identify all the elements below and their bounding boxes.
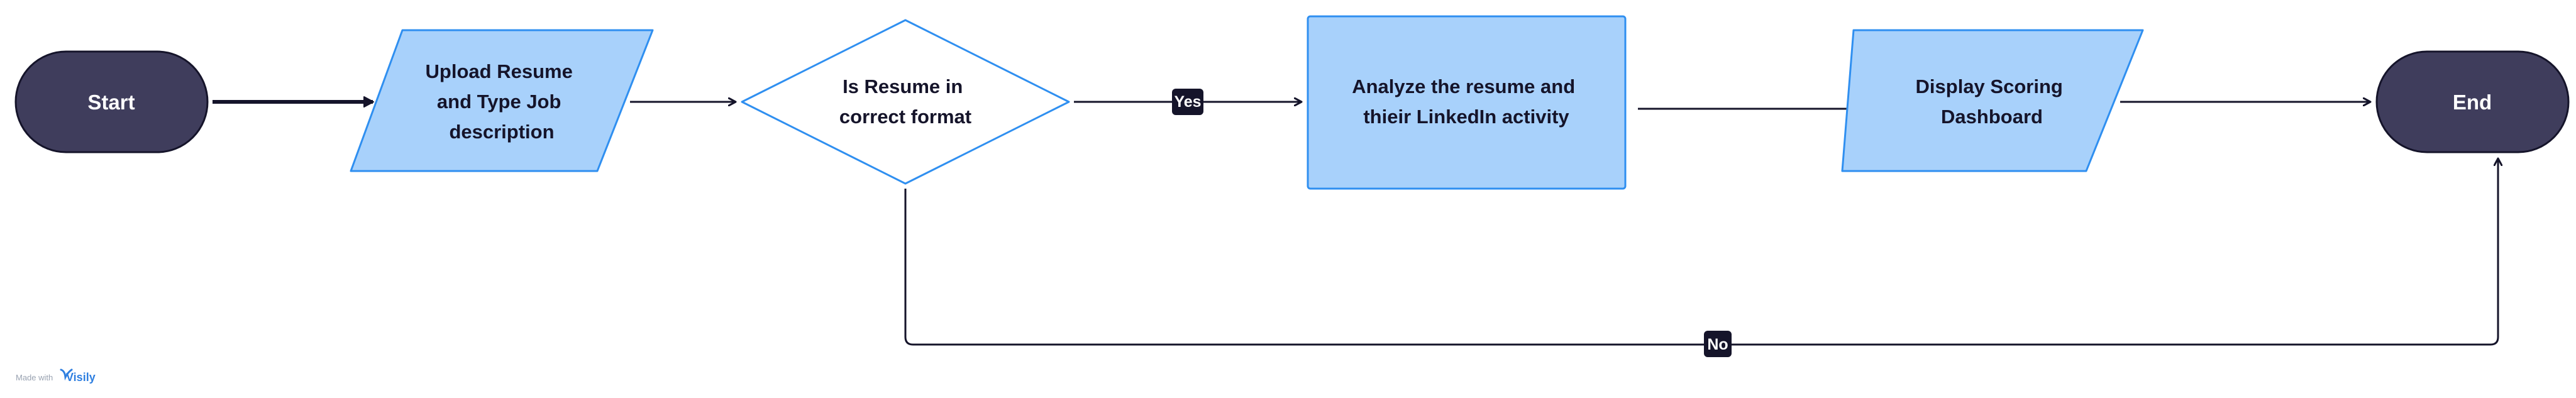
- analyze-label-line-1: Analyze the resume and: [1352, 75, 1575, 97]
- display-label: Display Scoring Dashboard: [1916, 75, 2069, 128]
- upload-label: Upload Resume and Type Job description: [426, 60, 578, 143]
- upload-label-line-3: description: [449, 121, 554, 143]
- made-with-text: Made with: [16, 373, 53, 382]
- display-label-line-2: Dashboard: [1941, 106, 2043, 128]
- visily-brand-text: Visily: [66, 371, 96, 384]
- end-label: End: [2453, 91, 2492, 114]
- decision-label-line-1: Is Resume in: [843, 75, 963, 97]
- display-label-line-1: Display Scoring: [1916, 75, 2063, 97]
- upload-label-line-2: and Type Job: [437, 91, 561, 113]
- analyze-node: Analyze the resume and thieir LinkedIn a…: [1307, 15, 1627, 190]
- edge-decision-to-end-no: [904, 158, 2498, 346]
- end-node: End: [2375, 50, 2570, 153]
- visily-watermark: Made with Visily: [16, 368, 96, 384]
- analyze-label-line-2: thieir LinkedIn activity: [1363, 106, 1569, 128]
- decision-label-line-2: correct format: [839, 106, 971, 128]
- no-label: No: [1704, 331, 1732, 357]
- decision-label: Is Resume in correct format: [839, 75, 971, 128]
- visily-logo-icon: [60, 368, 73, 381]
- display-node: Display Scoring Dashboard: [1841, 29, 2144, 172]
- no-label-text: No: [1707, 336, 1728, 353]
- yes-label-text: Yes: [1174, 93, 1201, 111]
- start-label: Start: [87, 91, 135, 114]
- analyze-label: Analyze the resume and thieir LinkedIn a…: [1352, 75, 1581, 128]
- start-node: Start: [14, 50, 209, 153]
- yes-label: Yes: [1172, 89, 1203, 115]
- upload-node: Upload Resume and Type Job description: [350, 29, 654, 172]
- decision-node: Is Resume in correct format: [741, 19, 1070, 185]
- upload-label-line-1: Upload Resume: [426, 60, 573, 82]
